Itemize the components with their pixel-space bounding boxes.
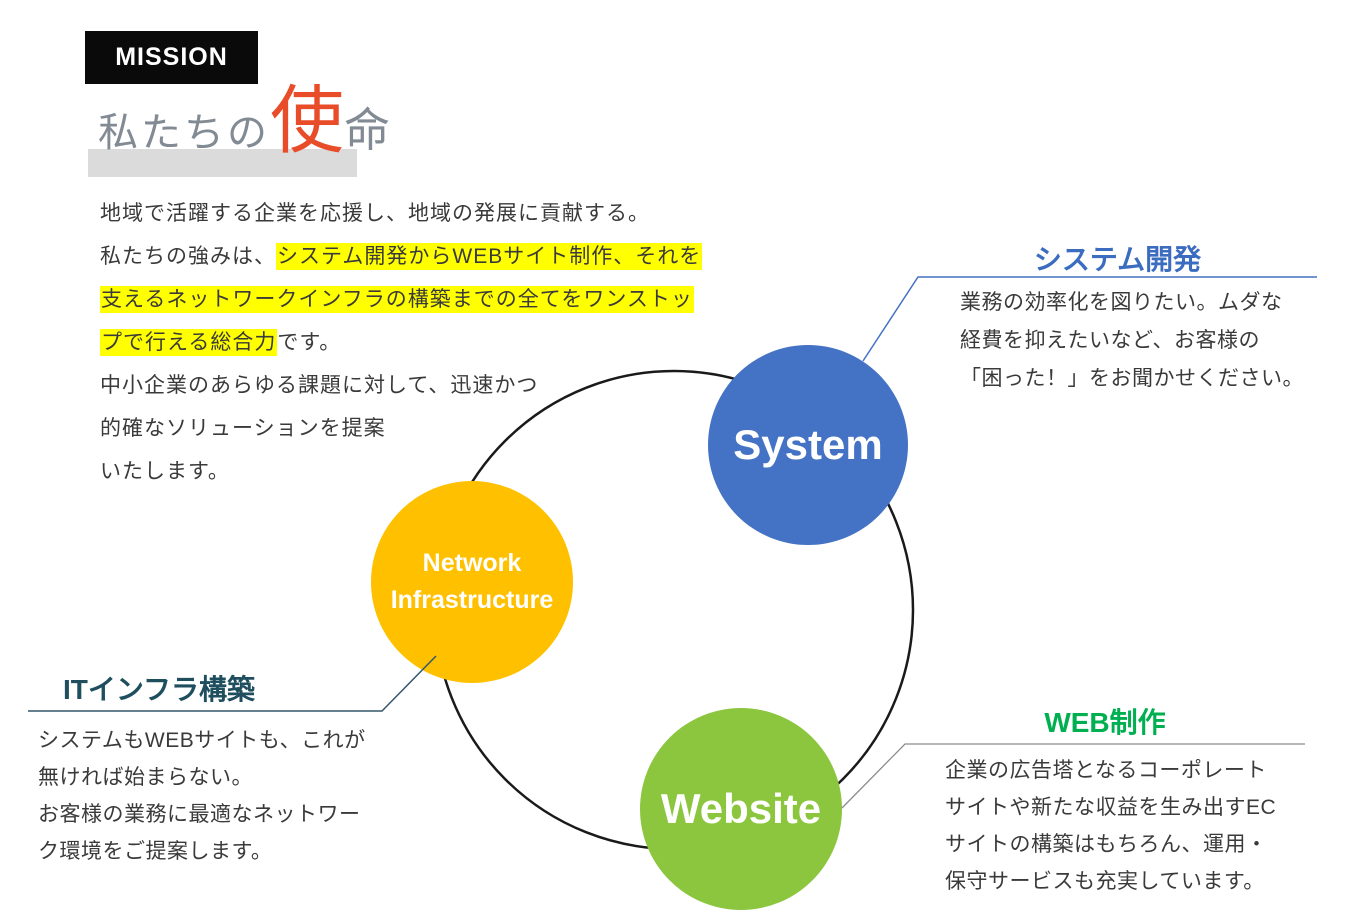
system-callout-line — [862, 276, 1317, 362]
mission-tag: MISSION — [85, 31, 258, 84]
infra-callout-text-line: ク環境をご提案します。 — [38, 840, 273, 863]
network-circle-label: Network Infrastructure — [371, 481, 573, 683]
intro-line: 的確なソリューションを提案 — [100, 417, 386, 440]
intro-line4-plain: です。 — [277, 331, 342, 354]
title-accent-char: 使 — [270, 79, 344, 162]
web-callout-text-line: 企業の広告塔となるコーポレート — [945, 759, 1267, 782]
network-label-line1: Network — [422, 549, 522, 577]
intro-line: プで行える総合力です。 — [100, 321, 760, 364]
intro-line: いたします。 — [100, 460, 230, 483]
intro-line2-plain: 私たちの強みは、 — [100, 245, 276, 268]
system-callout-text-line: 経費を抑えたいなど、お客様の — [960, 329, 1260, 352]
intro-line: 支えるネットワークインフラの構築までの全てをワンストッ — [100, 278, 760, 321]
system-circle — [708, 345, 908, 545]
infra-callout-text-line: 無ければ始まらない。 — [38, 766, 253, 789]
intro-line4-highlight: プで行える総合力 — [100, 329, 278, 356]
web-callout-text-line: サイトや新たな収益を生み出すEC — [945, 796, 1277, 819]
network-infrastructure-circle — [371, 481, 573, 683]
infra-callout-text-line: お客様の業務に最適なネットワー — [38, 803, 361, 826]
infra-callout-text-line: システムもWEBサイトも、これが — [38, 729, 366, 752]
system-callout-body: 業務の効率化を図りたい。ムダな 経費を抑えたいなど、お客様の 「困った！」をお聞… — [960, 284, 1335, 398]
website-circle-label: Website — [660, 785, 822, 832]
intro-line3-highlight: 支えるネットワークインフラの構築までの全てをワンストッ — [100, 286, 694, 313]
infra-callout-body: システムもWEBサイトも、これが 無ければ始まらない。 お客様の業務に最適なネッ… — [38, 722, 423, 870]
infra-callout-line — [28, 655, 437, 712]
system-callout-text-line: 「困った！」をお聞かせください。 — [960, 367, 1304, 390]
web-callout-text-line: 保守サービスも充実しています。 — [945, 870, 1265, 893]
title-underband — [88, 149, 357, 177]
web-callout-body: 企業の広告塔となるコーポレート サイトや新たな収益を生み出すEC サイトの構築は… — [945, 752, 1335, 900]
intro-line: 私たちの強みは、システム開発からWEBサイト制作、それを — [100, 235, 760, 278]
web-callout-heading: WEB制作 — [1044, 707, 1166, 738]
title-suffix: 命 — [344, 104, 390, 156]
web-callout-line — [841, 743, 1305, 809]
system-circle-label: System — [733, 421, 883, 468]
intro-paragraph: 地域で活躍する企業を応援し、地域の発展に貢献する。 私たちの強みは、システム開発… — [100, 192, 760, 493]
website-circle — [640, 708, 842, 910]
intro-line2-highlight: システム開発からWEBサイト制作、それを — [276, 243, 703, 270]
web-callout-text-line: サイトの構築はもちろん、運用・ — [945, 833, 1268, 856]
intro-line: 地域で活躍する企業を応援し、地域の発展に貢献する。 — [100, 202, 650, 225]
network-label-line2: Infrastructure — [390, 586, 554, 614]
system-callout-text-line: 業務の効率化を図りたい。ムダな — [960, 291, 1283, 314]
intro-line: 中小企業のあらゆる課題に対して、迅速かつ — [100, 374, 539, 397]
infra-callout-heading: ITインフラ構築 — [63, 674, 256, 705]
title-prefix: 私たちの — [98, 111, 270, 155]
system-callout-heading: システム開発 — [1033, 244, 1202, 275]
page-title: 私たちの使命 — [98, 79, 390, 162]
